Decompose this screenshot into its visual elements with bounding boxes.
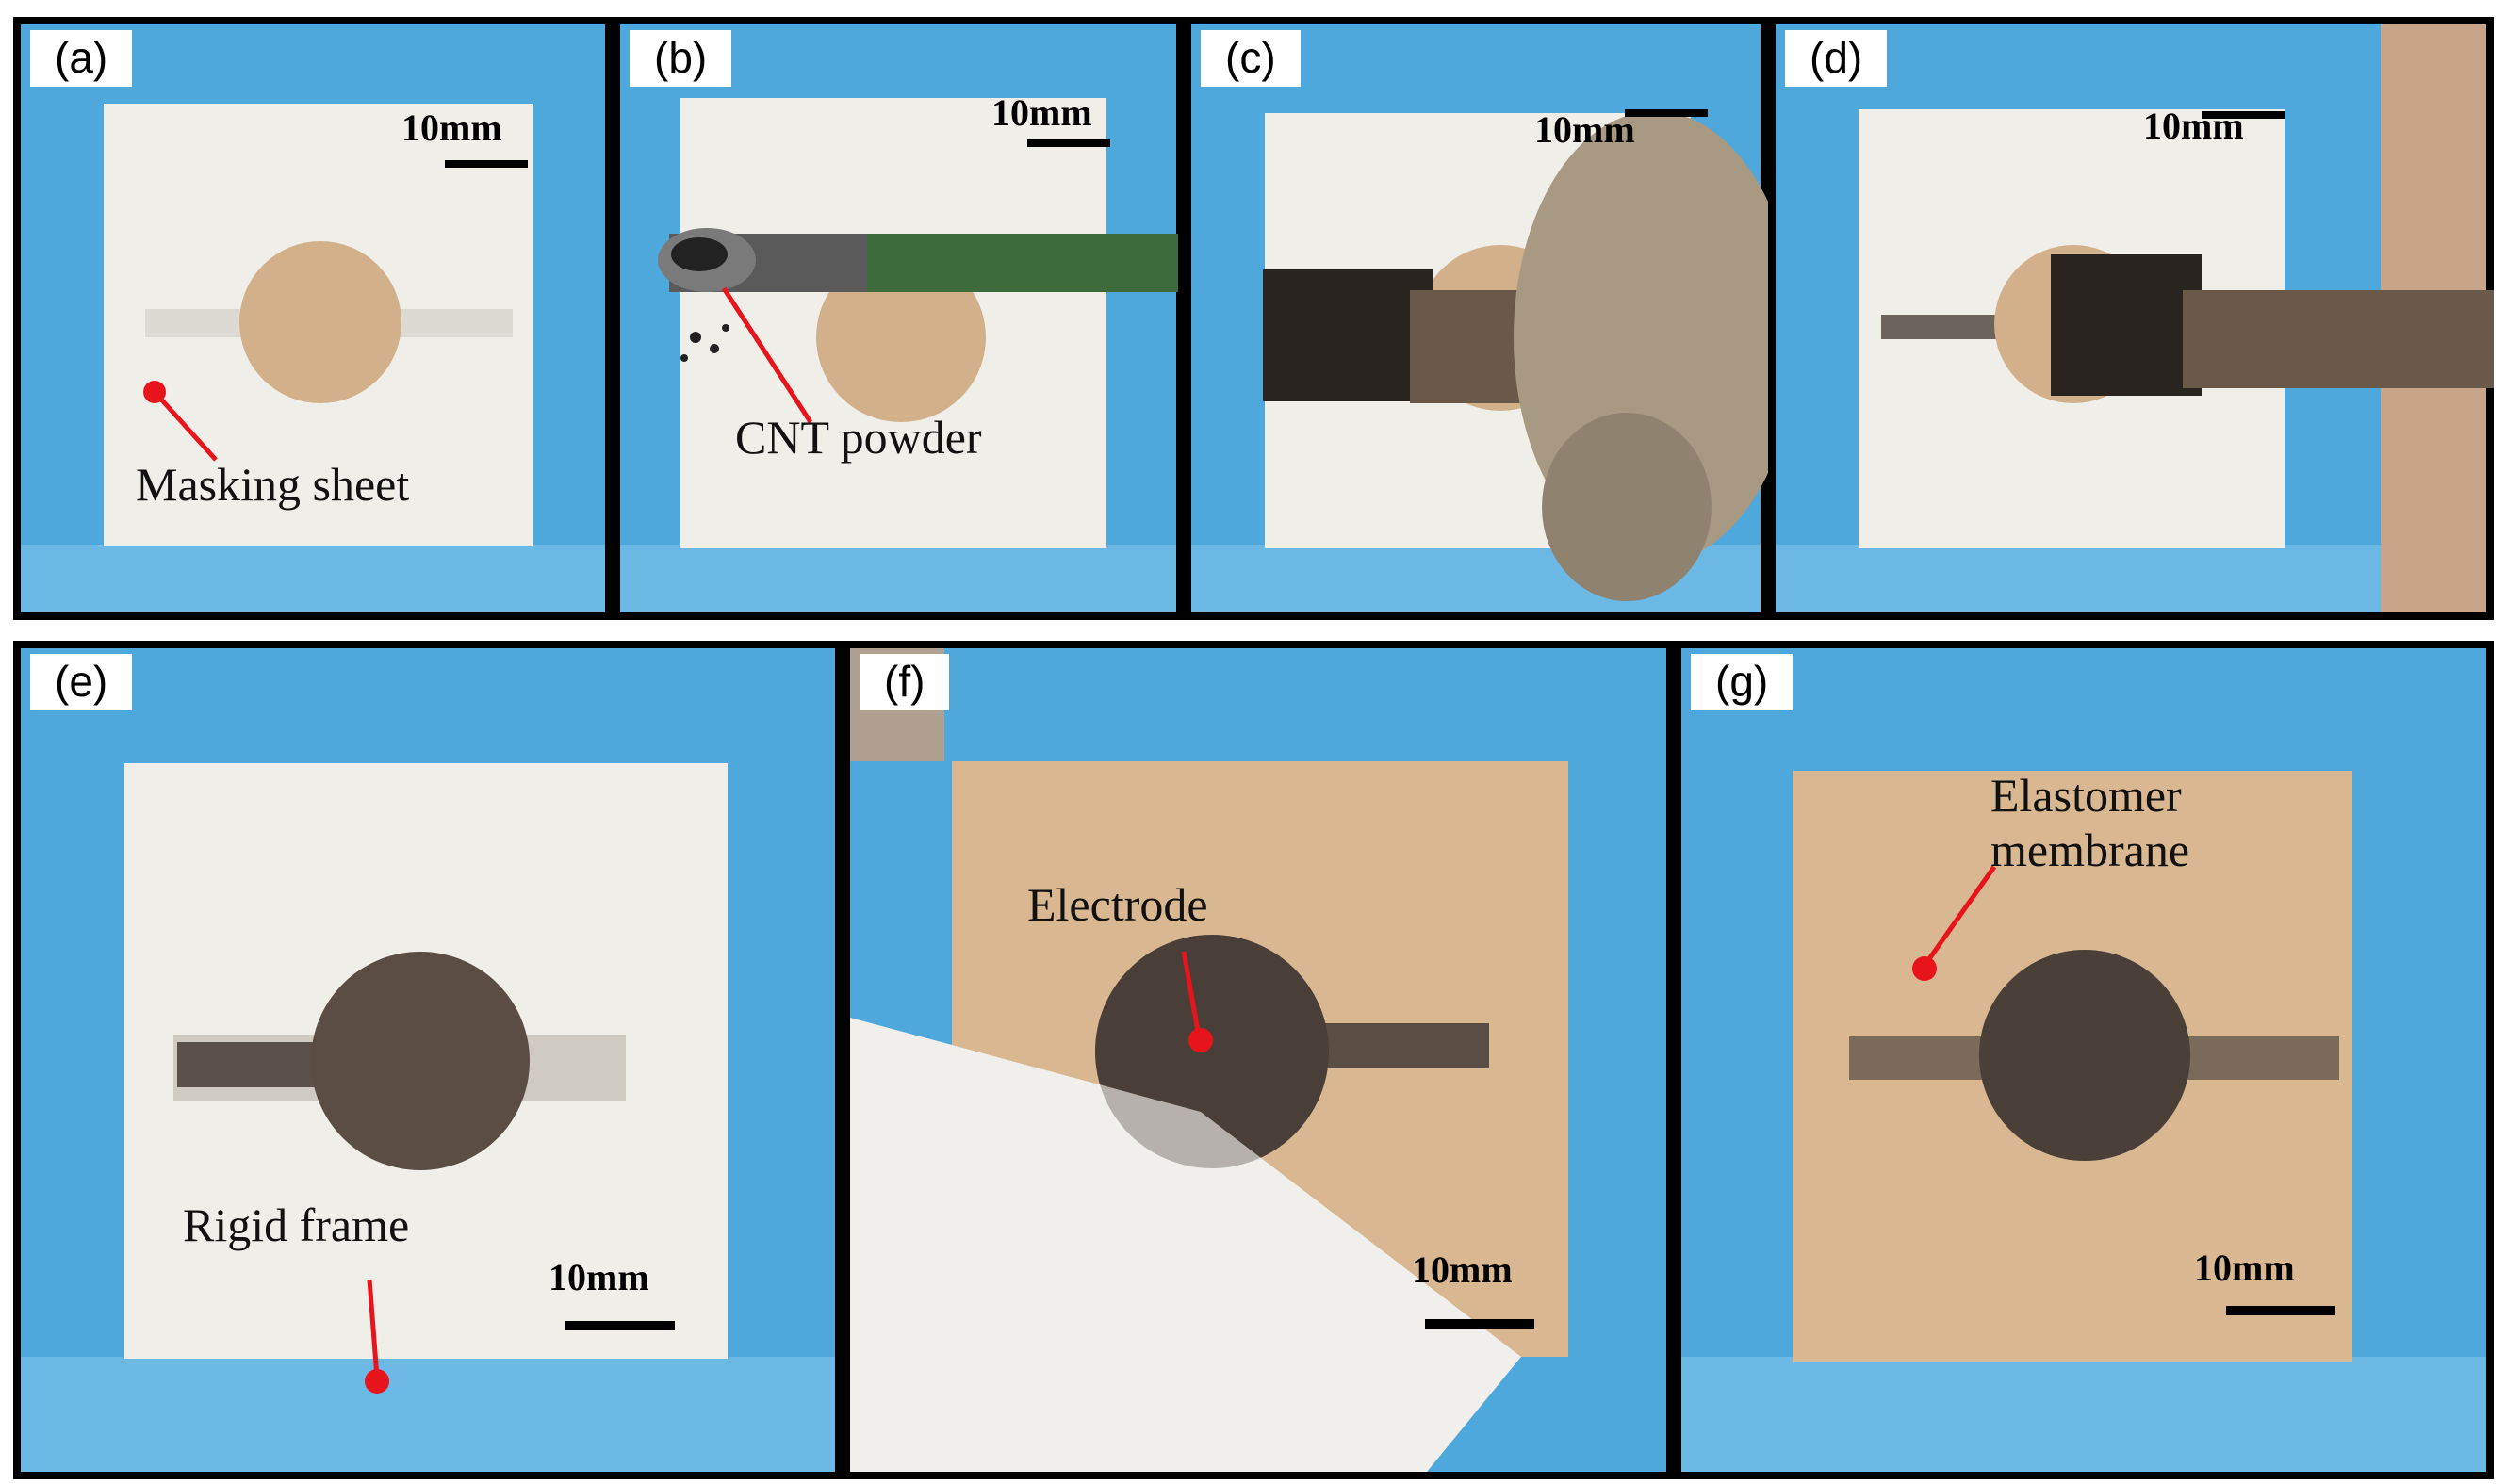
rigid-frame-marker [365, 1369, 389, 1394]
elastomer-membrane-marker [1912, 956, 1937, 981]
panel-g: (g) 10mm Elastomer membrane [1674, 641, 2494, 1479]
scale-bar-a [445, 160, 528, 168]
electrode-label: Electrode [1027, 878, 1208, 931]
electrode-marker [1188, 1028, 1213, 1052]
electrode-pointer [1181, 951, 1202, 1037]
panel-c: (c) 10mm [1184, 17, 1768, 620]
rigid-frame-label: Rigid frame [183, 1199, 410, 1251]
scale-label: 10mm [991, 91, 1092, 134]
scale-label: 10mm [1534, 108, 1635, 151]
panel-f-photo [850, 648, 1666, 1472]
panel-a: (a) 10mm Masking sheet [13, 17, 613, 620]
scale-bar-f [1425, 1319, 1534, 1329]
panel-tag: (d) [1785, 30, 1888, 87]
scale-bar-e [565, 1321, 675, 1330]
masking-sheet-pointer [153, 390, 218, 462]
scale-label: 10mm [401, 106, 502, 149]
panel-d-photo [1776, 24, 2494, 612]
panel-g-photo [1681, 648, 2486, 1472]
panel-f: (f) 10mm Electrode [843, 641, 1674, 1479]
scale-label: 10mm [549, 1256, 649, 1298]
panel-tag: (c) [1201, 30, 1301, 87]
scale-bar-d [2202, 111, 2285, 119]
cnt-powder-pointer [721, 286, 813, 424]
elastomer-membrane-pointer [1924, 865, 1997, 965]
panel-c-photo [1191, 24, 1768, 612]
panel-e-photo [21, 648, 835, 1472]
scale-label: 10mm [2143, 105, 2244, 147]
rigid-frame-pointer [367, 1279, 380, 1378]
scale-bar-g [2226, 1306, 2335, 1315]
panel-tag: (e) [30, 654, 133, 710]
masking-sheet-label: Masking sheet [136, 458, 410, 511]
scale-label: 10mm [1412, 1248, 1513, 1291]
panel-b-photo [620, 24, 1178, 612]
panel-tag: (a) [30, 30, 133, 87]
cnt-powder-label: CNT powder [735, 411, 982, 464]
scale-bar-c [1625, 109, 1708, 117]
elastomer-membrane-label-line1: Elastomer [1990, 769, 2182, 822]
elastomer-membrane-label-line2: membrane [1990, 824, 2190, 876]
panel-tag: (f) [860, 654, 950, 710]
scale-bar-b [1027, 139, 1110, 147]
panel-tag: (g) [1691, 654, 1794, 710]
scale-label: 10mm [2194, 1247, 2295, 1289]
panel-a-photo [21, 24, 605, 612]
masking-sheet-marker [143, 381, 166, 403]
panel-b: (b) 10mm CNT powder [613, 17, 1184, 620]
panel-e: (e) 10mm Rigid frame [13, 641, 843, 1479]
panel-tag: (b) [630, 30, 732, 87]
panel-d: (d) 10mm [1768, 17, 2494, 620]
